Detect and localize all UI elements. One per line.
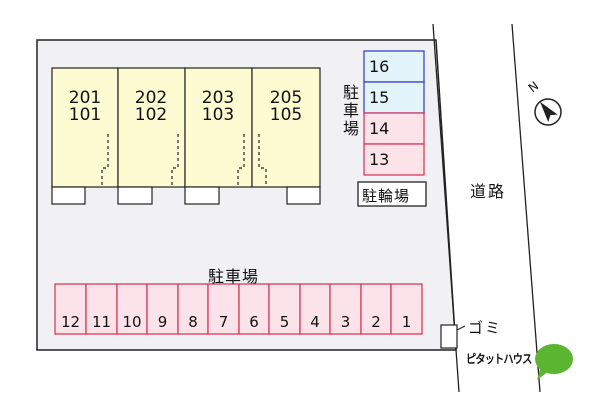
parking-slot-5	[268, 283, 301, 335]
side-slot-14	[363, 112, 425, 145]
bicycle-parking-label: 駐輪場	[362, 187, 411, 205]
unit-lower-number: 103	[201, 105, 235, 125]
parking-slot-label: 2	[371, 313, 381, 331]
unit-label-202-102: 202 102	[121, 90, 181, 124]
unit-label-203-103: 203 103	[188, 90, 248, 124]
side-parking-label-char: 駐	[342, 83, 359, 102]
side-parking-label: 駐 車 場	[342, 84, 360, 138]
compass-icon	[534, 98, 562, 126]
parking-slot-label: 9	[157, 313, 168, 331]
unit-label-205-105: 205 105	[256, 90, 316, 124]
parking-slot-label: 5	[279, 313, 290, 331]
porch	[117, 186, 153, 205]
parking-slot-label: 1	[401, 313, 412, 331]
stair-line	[237, 134, 245, 187]
road-label-char: 路	[488, 182, 507, 201]
road-label: 道路	[470, 178, 506, 202]
stair-line	[171, 134, 179, 187]
parking-slot-11	[85, 283, 118, 335]
garbage-box	[440, 324, 458, 349]
side-slot-13	[363, 143, 425, 176]
parking-slot-label: 10	[122, 313, 142, 331]
unit-upper-number: 203	[201, 88, 235, 108]
parking-slot-1	[390, 283, 423, 335]
side-parking-label-char: 場	[342, 119, 359, 138]
parking-slot-label: 7	[218, 313, 229, 331]
unit-lower-number: 105	[269, 105, 303, 125]
stair-line	[258, 134, 267, 187]
parking-slot-10	[116, 283, 148, 335]
main-parking-label: 駐車場	[208, 267, 260, 286]
main-parking	[54, 283, 423, 335]
parking-slot-2	[360, 283, 392, 335]
parking-slot-6	[238, 283, 270, 335]
unit-upper-number: 205	[269, 88, 303, 108]
parking-slot-label: 11	[91, 313, 112, 331]
side-slot-14-label: 14	[369, 119, 390, 138]
bicycle-parking-box	[357, 181, 427, 207]
parking-slot-label: 4	[310, 313, 320, 331]
parking-slot-8	[177, 283, 209, 335]
speech-bubble-icon	[535, 344, 573, 380]
unit-lower-number: 102	[134, 105, 168, 125]
unit-upper-number: 202	[134, 88, 168, 108]
unit-201-101	[51, 67, 119, 188]
garbage-leader	[456, 325, 466, 331]
side-slot-16-label: 16	[369, 57, 390, 76]
unit-upper-number: 201	[68, 88, 102, 108]
parking-slot-12	[54, 283, 87, 335]
porch	[184, 186, 220, 205]
parking-slot-label: 3	[340, 313, 351, 331]
road-edge-right	[511, 23, 541, 393]
parking-slot-3	[329, 283, 362, 335]
unit-203-103	[184, 67, 253, 188]
unit-lower-number: 101	[68, 105, 102, 125]
unit-202-102	[117, 67, 186, 188]
garbage-label: ゴミ	[468, 319, 503, 337]
logo-text: ピタットハウス	[466, 352, 532, 366]
unit-label-201-101: 201 101	[55, 90, 115, 124]
side-slot-16	[363, 50, 425, 83]
parking-slot-9	[146, 283, 179, 335]
side-parking-label-char: 車	[342, 101, 359, 120]
porch	[51, 186, 86, 205]
building	[51, 67, 321, 205]
porch	[286, 186, 321, 205]
parking-slot-7	[207, 283, 240, 335]
parking-slot-label: 8	[188, 313, 198, 331]
unit-205-105	[251, 67, 321, 188]
parking-slot-label: 6	[249, 313, 259, 331]
road-label-char: 道	[470, 182, 489, 201]
parking-slot-label: 12	[60, 313, 81, 331]
side-slot-15	[363, 81, 425, 114]
side-parking	[363, 50, 425, 176]
side-slot-13-label: 13	[369, 150, 390, 169]
stair-line	[101, 134, 109, 187]
side-slot-15-label: 15	[369, 88, 390, 107]
